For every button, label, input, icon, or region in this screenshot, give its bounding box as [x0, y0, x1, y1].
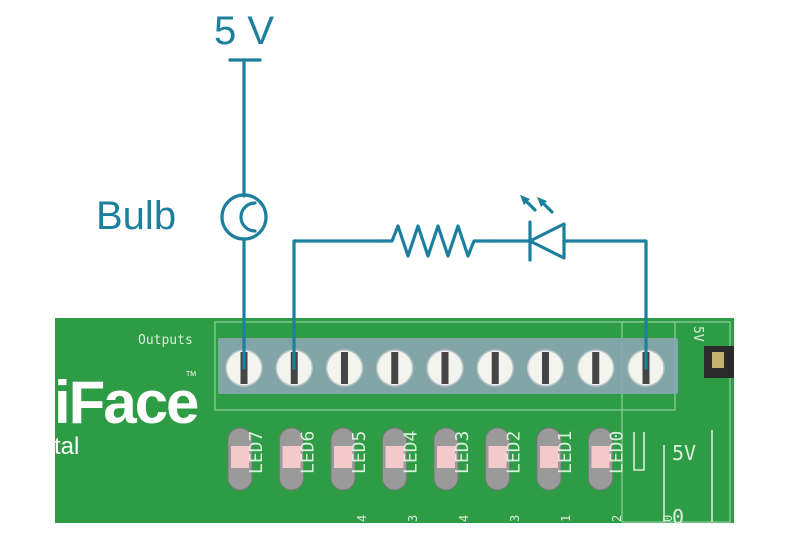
led-diode-icon — [528, 222, 566, 260]
led-label: LED0 — [607, 431, 628, 474]
led-branch-left-wire — [292, 239, 380, 370]
led-label: LED1 — [555, 431, 576, 474]
led-label: LED3 — [452, 431, 473, 474]
trademark: TM — [186, 371, 196, 378]
bottom-silkscreen-label: 0 — [661, 515, 675, 522]
resistor-icon — [376, 224, 496, 258]
terminal-screws — [225, 349, 665, 387]
rail-label: 5V — [690, 326, 705, 342]
led-component — [330, 427, 356, 491]
led-component — [485, 427, 510, 491]
terminal-screw — [577, 349, 615, 387]
led-label: LED6 — [298, 431, 319, 474]
terminal-screw — [426, 349, 464, 387]
wiring — [220, 58, 648, 370]
led-label: LED7 — [246, 431, 267, 474]
terminal-screw — [526, 349, 565, 387]
led-component — [382, 427, 407, 491]
bottom-silkscreen-label: 1 — [559, 515, 573, 522]
supply-label: 5 V — [214, 9, 274, 53]
silkscreen-bracket — [633, 432, 645, 471]
bottom-silkscreen-label: 2 — [610, 515, 624, 522]
bulb-filament — [239, 201, 257, 233]
side-5v-label: 5V — [672, 441, 696, 465]
bottom-silkscreen-label: 4 — [355, 515, 369, 522]
arrowhead-icon — [520, 195, 530, 205]
bulb-icon — [220, 193, 268, 241]
terminal-screw — [376, 349, 414, 387]
led-label: LED4 — [401, 431, 422, 474]
light-arrowheads — [520, 195, 547, 207]
subtitle-fragment: tal — [54, 433, 79, 460]
terminal-screw — [325, 349, 364, 387]
terminal-screw — [476, 349, 514, 387]
led-branch-right-wire — [562, 239, 648, 370]
connector-slot — [712, 352, 724, 368]
bottom-silkscreen-label: 3 — [508, 515, 522, 522]
bottom-silkscreen-label: 4 — [457, 515, 471, 522]
led-component — [536, 427, 562, 491]
brand-fragment: iFace — [54, 369, 198, 436]
arrowhead-icon — [537, 197, 547, 207]
led-component — [588, 427, 613, 491]
led-component — [279, 427, 304, 491]
outputs-label: Outputs — [138, 333, 193, 348]
led-array: LED7 LED6 LED5 LED4 LED3 LED2 LED1 LED0 — [227, 427, 628, 491]
side-0-label: 0 — [672, 505, 684, 529]
bottom-silkscreen-label: 3 — [406, 515, 420, 522]
led-component — [227, 427, 253, 491]
led-label: LED2 — [504, 431, 525, 474]
bottom-silkscreen: 4 3 4 3 1 2 0 — [355, 515, 675, 522]
led-component — [433, 427, 459, 491]
rail-outline — [621, 321, 731, 523]
bulb-label: Bulb — [96, 194, 176, 238]
led-label: LED5 — [349, 431, 370, 474]
